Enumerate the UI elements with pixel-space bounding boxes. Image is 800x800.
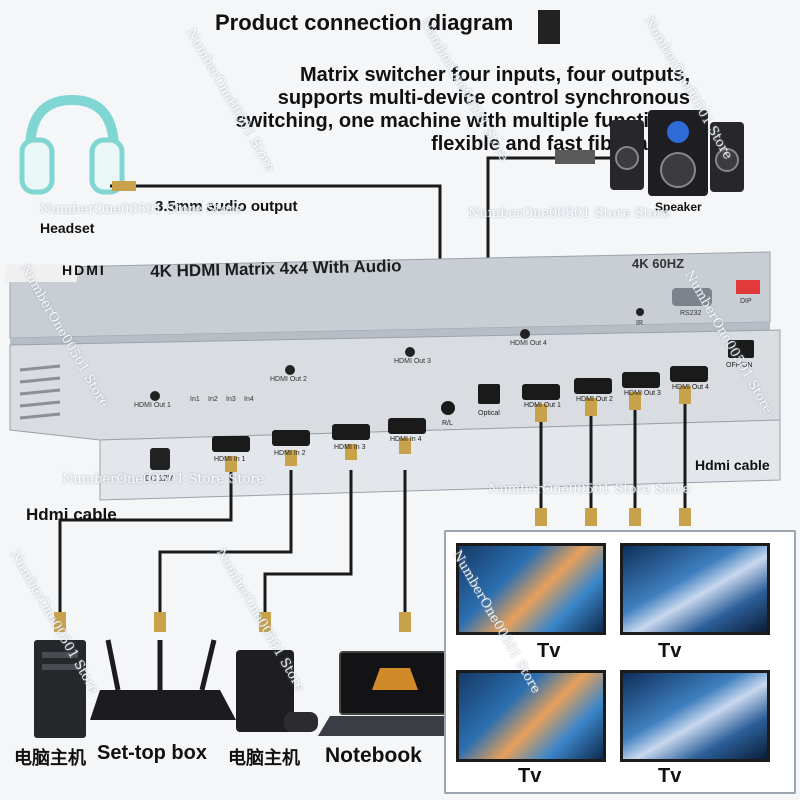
pc1-label: 电脑主机 <box>14 748 86 768</box>
top-port-label: HDMI Out 1 <box>134 402 171 409</box>
tv-icon <box>456 670 606 762</box>
output-port-label: HDMI Out 3 <box>624 390 661 397</box>
watermark: NumberOne00501 Store Store <box>488 482 691 497</box>
output-port-label: HDMI Out 4 <box>672 384 709 391</box>
input-port-label: HDMI In 1 <box>214 456 246 463</box>
speaker-label: Speaker <box>655 200 702 214</box>
router-icon <box>90 639 236 720</box>
description-line: switching, one machine with multiple fun… <box>235 110 690 132</box>
hdmi-logo: HDMI <box>62 262 106 278</box>
headset-label: Headset <box>40 220 95 236</box>
tv-label: Tv <box>518 765 542 787</box>
resolution-label: 4K 60HZ <box>632 256 685 271</box>
tv-icon <box>620 670 770 762</box>
tv-label: Tv <box>537 640 561 662</box>
tv-label: Tv <box>658 765 682 787</box>
output-port-label: HDMI Out 2 <box>576 396 613 403</box>
ir-label: IR <box>636 320 643 327</box>
title-decoration <box>538 10 560 44</box>
led-label: In4 <box>244 396 254 403</box>
optical-label: Optical <box>478 410 500 417</box>
input-connectors <box>54 438 411 632</box>
watermark: NumberOne00501 Store Store <box>62 472 265 487</box>
diagram-title: Product connection diagram <box>215 10 514 35</box>
top-port-label: HDMI Out 2 <box>270 376 307 383</box>
speaker-icon <box>610 110 744 196</box>
headset-icon <box>19 94 125 195</box>
input-cables <box>58 470 407 612</box>
tv-icon <box>456 543 606 635</box>
led-label: In1 <box>190 396 200 403</box>
output-port-label: HDMI Out 1 <box>524 402 561 409</box>
dip-label: DIP <box>740 298 752 305</box>
led-label: In2 <box>208 396 218 403</box>
output-connectors <box>535 386 691 526</box>
watermark: NumberOne00501 Store Store <box>40 202 243 217</box>
pc2-label: 电脑主机 <box>228 748 300 768</box>
input-port-label: HDMI In 2 <box>274 450 306 457</box>
input-port-label: HDMI In 3 <box>334 444 366 451</box>
tv-label: Tv <box>658 640 682 662</box>
dc-label: DC 12V <box>145 474 174 483</box>
rs232-label: RS232 <box>680 310 702 317</box>
description-line: supports multi-device control synchronou… <box>277 87 690 109</box>
tv-icon <box>620 543 770 635</box>
console-icon <box>236 650 318 732</box>
pc-tower-icon <box>34 640 86 738</box>
hdmi-cable-label: Hdmi cable <box>695 457 770 473</box>
notebook-label: Notebook <box>325 744 422 767</box>
audio-jack-connector <box>112 181 136 191</box>
switch-label: OFF/ON <box>726 362 753 369</box>
input-port-label: HDMI In 4 <box>390 436 422 443</box>
audio-output-label: 3.5mm audio output <box>155 198 298 215</box>
hdmi-cable-label: Hdmi cable <box>26 505 117 524</box>
watermark: NumberOne00501 Store Store <box>468 206 671 221</box>
settop-label: Set-top box <box>97 742 207 764</box>
speaker-connector <box>555 150 595 164</box>
description-line: Matrix switcher four inputs, four output… <box>300 64 690 86</box>
top-port-label: HDMI Out 3 <box>394 358 431 365</box>
top-port-label: HDMI Out 4 <box>510 340 547 347</box>
matrix-switcher <box>4 251 781 501</box>
led-label: In3 <box>226 396 236 403</box>
rl-label: R/L <box>442 420 453 427</box>
output-cables <box>539 402 687 520</box>
